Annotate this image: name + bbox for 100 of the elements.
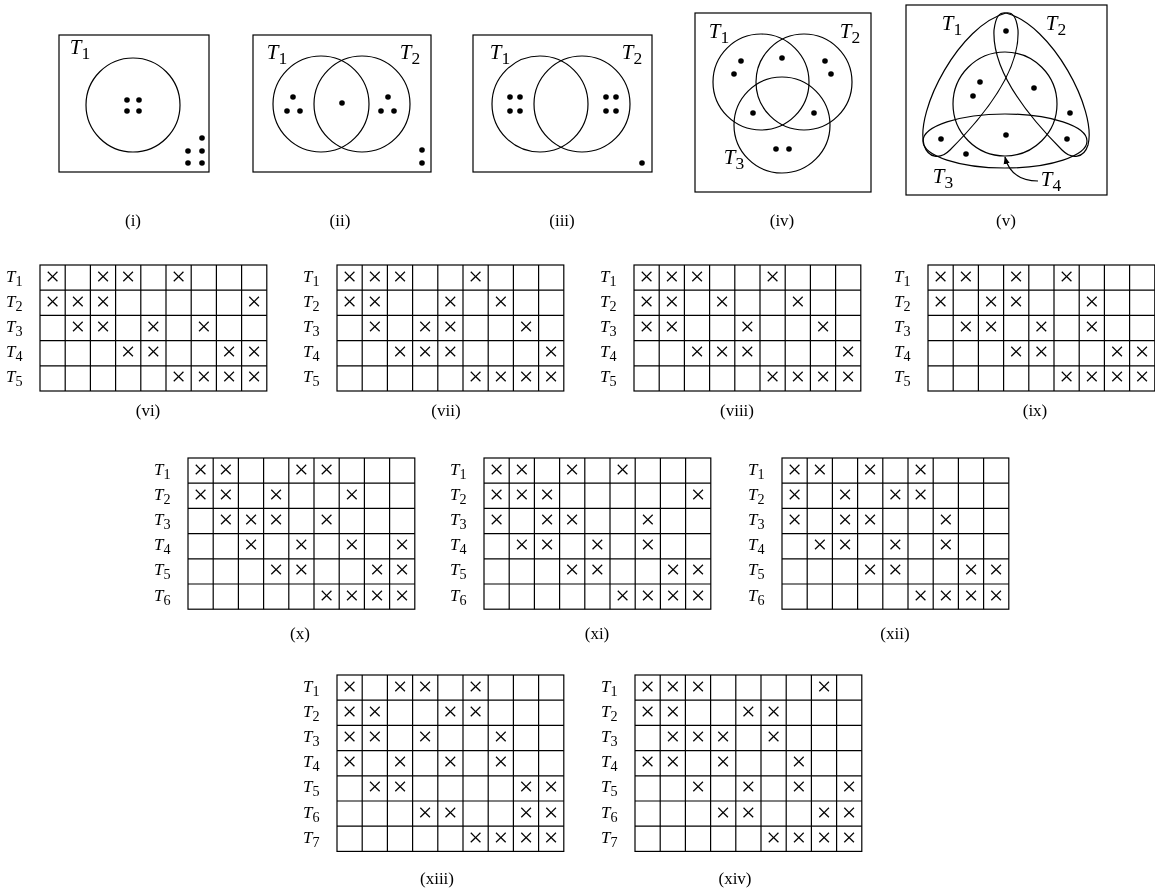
cross-mark: × (417, 724, 433, 751)
row-label: T$_{6}$ (154, 586, 171, 607)
cross-mark: × (493, 825, 509, 852)
cross-mark: × (665, 674, 681, 701)
cross-mark: × (344, 532, 360, 559)
cross-mark: × (171, 264, 186, 291)
cross-mark: × (342, 674, 357, 701)
cross-mark: × (489, 457, 504, 484)
row-label: T$_{3}$ (600, 317, 617, 339)
cross-mark: × (196, 364, 212, 391)
cross-mark: × (938, 532, 954, 559)
cross-mark: × (243, 532, 259, 559)
set-label: T$_{1}$ (266, 42, 288, 68)
cross-mark: × (319, 583, 334, 610)
cross-mark: × (888, 482, 903, 509)
row-label: T$_{7}$ (303, 828, 320, 850)
cross-mark: × (812, 457, 828, 484)
set-label: T$_{4}$ (1040, 169, 1062, 195)
cross-mark: × (221, 364, 237, 391)
panel-caption: (xi) (584, 624, 610, 642)
row-label: T$_{2}$ (601, 702, 618, 724)
row-label: T$_{4}$ (303, 342, 320, 364)
cross-mark: × (468, 674, 483, 701)
cross-mark: × (342, 264, 357, 291)
row-label: T$_{3}$ (6, 317, 23, 339)
cross-mark: × (765, 364, 780, 391)
cross-mark: × (342, 749, 357, 776)
cross-mark: × (518, 825, 534, 852)
cross-mark: × (790, 364, 806, 391)
row-label: T$_{6}$ (748, 586, 765, 607)
cross-mark: × (468, 825, 483, 852)
panel-caption: (ii) (329, 211, 351, 229)
row-label: T$_{2}$ (6, 292, 23, 314)
row-label: T$_{3}$ (748, 510, 765, 532)
cross-mark: × (816, 825, 832, 852)
row-label: T$_{2}$ (303, 292, 320, 314)
cross-mark: × (146, 314, 161, 341)
cross-mark: × (841, 774, 857, 801)
row-label: T$_{4}$ (601, 752, 618, 774)
cross-mark: × (640, 507, 656, 534)
row-label: T$_{1}$ (894, 267, 911, 288)
cross-mark: × (837, 482, 853, 509)
cross-mark: × (790, 289, 806, 316)
cross-mark: × (988, 583, 1004, 610)
panel-caption: (vii) (431, 401, 461, 419)
cross-mark: × (518, 800, 534, 827)
cross-mark: × (840, 364, 856, 391)
cross-mark: × (344, 482, 360, 509)
cross-mark: × (539, 507, 555, 534)
cross-mark: × (1084, 364, 1100, 391)
row-label: T$_{3}$ (154, 510, 171, 532)
cross-mark: × (392, 674, 408, 701)
cross-mark: × (514, 532, 530, 559)
cross-mark: × (342, 289, 357, 316)
cross-mark: × (714, 289, 730, 316)
cross-mark: × (342, 724, 357, 751)
row-label: T$_{2}$ (154, 485, 171, 507)
cross-mark: × (766, 699, 781, 726)
row-label: T$_{5}$ (894, 368, 911, 389)
cross-mark: × (564, 507, 580, 534)
row-label: T$_{6}$ (450, 586, 467, 607)
cross-mark: × (862, 507, 878, 534)
row-label: T$_{2}$ (303, 702, 320, 724)
set-label: T$_{2}$ (1045, 13, 1067, 39)
cross-mark: × (564, 457, 580, 484)
cross-mark: × (640, 674, 655, 701)
cross-mark: × (468, 264, 483, 291)
row-label: T$_{3}$ (303, 317, 320, 339)
cross-mark: × (344, 583, 360, 610)
panel-caption: (ix) (1022, 401, 1048, 419)
cross-mark: × (319, 507, 334, 534)
cross-mark: × (45, 264, 60, 291)
cross-mark: × (394, 583, 410, 610)
cross-mark: × (443, 314, 458, 341)
row-label: T$_{3}$ (450, 510, 467, 532)
cross-mark: × (443, 289, 458, 316)
cross-mark: × (963, 557, 979, 584)
cross-mark: × (741, 774, 756, 801)
cross-mark: × (518, 774, 534, 801)
cross-mark: × (938, 583, 954, 610)
cross-mark: × (367, 774, 383, 801)
set-label: T$_{2}$ (399, 42, 421, 68)
cross-mark: × (193, 482, 208, 509)
cross-mark: × (268, 507, 284, 534)
cross-mark: × (443, 339, 458, 366)
cross-mark: × (983, 314, 999, 341)
cross-mark: × (369, 557, 385, 584)
cross-mark: × (664, 314, 680, 341)
cross-mark: × (518, 314, 534, 341)
row-label: T$_{4}$ (450, 535, 467, 557)
cross-mark: × (664, 289, 680, 316)
cross-mark: × (417, 800, 433, 827)
cross-mark: × (665, 699, 681, 726)
row-label: T$_{4}$ (600, 342, 617, 364)
cross-mark: × (665, 724, 681, 751)
cross-mark: × (933, 264, 948, 291)
cross-mark: × (246, 364, 262, 391)
cross-mark: × (715, 724, 731, 751)
cross-mark: × (1109, 364, 1125, 391)
cross-mark: × (640, 583, 656, 610)
